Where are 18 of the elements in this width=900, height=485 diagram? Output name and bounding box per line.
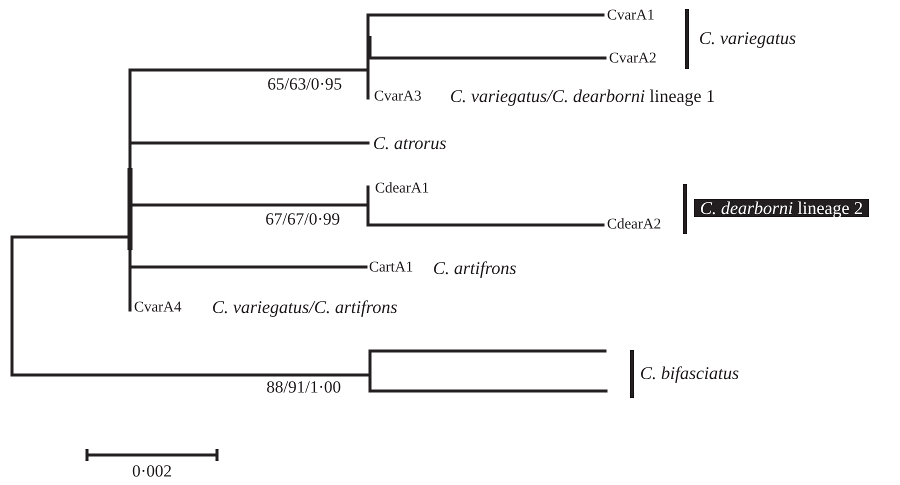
taxon-label: C. variegatus	[699, 29, 796, 47]
tip-label: CvarA1	[607, 8, 654, 24]
tip-label: CvarA4	[134, 300, 182, 316]
support-value: 65/63/0·95	[267, 76, 342, 92]
scale-label: 0·002	[132, 462, 172, 480]
taxon-label: C. bifasciatus	[640, 364, 740, 382]
highlighted-clade-label: C. dearborni lineage 2	[694, 199, 869, 217]
tip-label: CvarA2	[609, 52, 656, 66]
support-value: 67/67/0·99	[265, 210, 340, 228]
tip-label: CdearA1	[375, 182, 430, 196]
taxon-label: C. variegatus/C. artifrons	[212, 298, 398, 316]
taxon-label: C. artifrons	[433, 259, 516, 277]
taxon-label: C. atrorus	[373, 134, 446, 152]
tip-label: CartA1	[369, 260, 414, 276]
support-value: 88/91/1·00	[266, 378, 341, 396]
tip-label: CdearA2	[607, 218, 662, 232]
taxon-label: C. variegatus/C. dearborni lineage 1	[450, 87, 715, 105]
tip-label: CvarA3	[374, 90, 422, 104]
